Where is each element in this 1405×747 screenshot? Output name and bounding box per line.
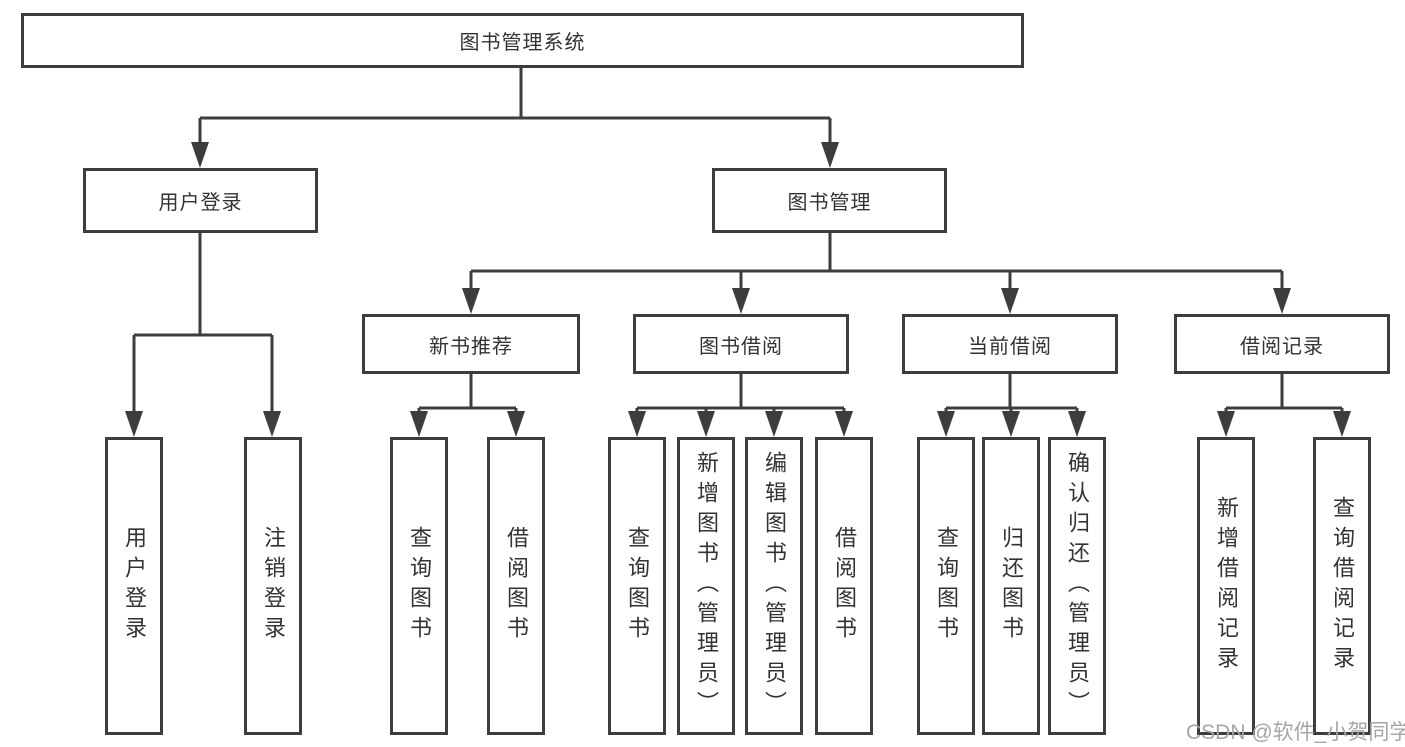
node-label: 查询图书 xyxy=(407,526,432,646)
leaf-logout: 注销登录 xyxy=(244,437,302,735)
leaf-current-return-book: 归还图书 xyxy=(982,437,1040,735)
leaf-current-confirm-return-admin: 确认归还（管理员） xyxy=(1048,437,1106,735)
node-current-borrow: 当前借阅 xyxy=(902,314,1118,374)
leaf-records-add-record: 新增借阅记录 xyxy=(1197,437,1255,735)
leaf-borrow-edit-book-admin: 编辑图书（管理员） xyxy=(745,437,803,735)
node-label: 图书管理系统 xyxy=(459,32,586,54)
node-label: 确认归还（管理员） xyxy=(1065,451,1090,721)
leaf-user-login: 用户登录 xyxy=(105,437,163,735)
node-label: 查询借阅记录 xyxy=(1330,496,1355,676)
leaf-recommend-borrow-book: 借阅图书 xyxy=(487,437,545,735)
node-label: 注销登录 xyxy=(261,526,286,646)
node-book-management: 图书管理 xyxy=(712,168,947,233)
node-label: 新增图书（管理员） xyxy=(694,451,719,721)
node-label: 归还图书 xyxy=(999,526,1024,646)
node-label: 图书管理 xyxy=(787,192,872,214)
leaf-borrow-add-book-admin: 新增图书（管理员） xyxy=(677,437,735,735)
arrowheads xyxy=(125,142,1351,437)
node-label: 借阅记录 xyxy=(1240,335,1324,358)
node-root-library-system: 图书管理系统 xyxy=(21,13,1024,68)
csdn-watermark: CSDN @软件_小贺同学 xyxy=(1186,721,1405,744)
node-label: 用户登录 xyxy=(122,526,147,646)
node-label: 编辑图书（管理员） xyxy=(762,451,787,721)
leaf-borrow-borrow-book: 借阅图书 xyxy=(815,437,873,735)
node-new-book-recommend: 新书推荐 xyxy=(362,314,580,374)
leaf-current-query-book: 查询图书 xyxy=(917,437,975,735)
node-label: 当前借阅 xyxy=(968,335,1052,358)
leaf-borrow-query-book: 查询图书 xyxy=(608,437,666,735)
node-label: 新增借阅记录 xyxy=(1214,496,1239,676)
node-label: 用户登录 xyxy=(158,192,243,214)
leaf-records-query-record: 查询借阅记录 xyxy=(1313,437,1371,735)
node-borrow-records: 借阅记录 xyxy=(1174,314,1390,374)
node-label: 查询图书 xyxy=(934,526,959,646)
node-label: 借阅图书 xyxy=(504,526,529,646)
node-label: 借阅图书 xyxy=(832,526,857,646)
node-user-login: 用户登录 xyxy=(83,168,318,233)
node-label: 新书推荐 xyxy=(429,335,513,358)
node-label: 图书借阅 xyxy=(699,335,783,358)
leaf-recommend-query-book: 查询图书 xyxy=(390,437,448,735)
node-book-borrow: 图书借阅 xyxy=(633,314,849,374)
node-label: 查询图书 xyxy=(625,526,650,646)
